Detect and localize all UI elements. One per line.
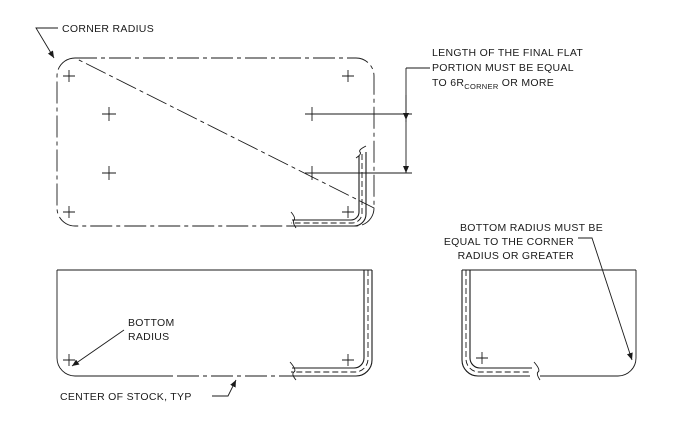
side-view-center: [476, 352, 488, 364]
side-view-break-mark: [533, 361, 541, 381]
top-view-break-mark: [355, 145, 367, 159]
flat-length-note-line2: PORTION MUST BE EQUAL: [432, 62, 574, 74]
top-view-wall-inner: [292, 156, 360, 221]
flat-length-note-line3: TO 6RCORNER OR MORE: [432, 77, 554, 91]
front-view-wall-inner: [292, 270, 365, 369]
front-view-wall-outer: [290, 270, 373, 377]
top-view-outline: [56, 57, 375, 227]
flat-length-note-subscript: CORNER: [464, 82, 499, 91]
bottom-radius-note-line2: EQUAL TO THE CORNER: [444, 236, 574, 248]
front-view-left-edge: [56, 270, 170, 377]
corner-radius-leader: [35, 27, 58, 59]
front-view-break-mark: [289, 361, 297, 381]
center-of-stock-leader: [212, 379, 237, 397]
top-view: [35, 27, 430, 229]
flat-length-dimension: [312, 67, 430, 174]
center-of-stock-label: CENTER OF STOCK, TYP: [60, 391, 192, 403]
side-view: [461, 237, 637, 381]
bottom-radius-label-line1: BOTTOM: [128, 317, 175, 329]
corner-radius-label: CORNER RADIUS: [62, 23, 154, 35]
flat-length-note-suffix: OR MORE: [499, 77, 554, 89]
bottom-radius-note-leader: [578, 237, 633, 361]
side-view-wall-inner: [469, 270, 532, 369]
flat-length-note-prefix: TO 6R: [432, 77, 464, 89]
flat-length-note-line1: LENGTH OF THE FINAL FLAT: [432, 47, 583, 59]
side-view-right-edge: [540, 270, 637, 377]
top-view-wall-outer: [290, 152, 367, 227]
side-view-wall-outer: [461, 270, 530, 377]
corner-centers: [63, 70, 354, 218]
bottom-radius-leader: [71, 329, 125, 367]
front-view-wall-center: [291, 270, 369, 373]
bottom-radius-note-line3: RADIUS OR GREATER: [458, 250, 574, 262]
front-view: [56, 269, 373, 397]
top-view-break-mark-2: [290, 211, 297, 229]
side-view-wall-center: [465, 270, 531, 373]
front-view-centers: [63, 354, 354, 366]
top-view-wall-center: [291, 154, 363, 224]
bottom-radius-note-line1: BOTTOM RADIUS MUST BE: [460, 222, 603, 234]
bottom-radius-label-line2: RADIUS: [128, 331, 169, 343]
